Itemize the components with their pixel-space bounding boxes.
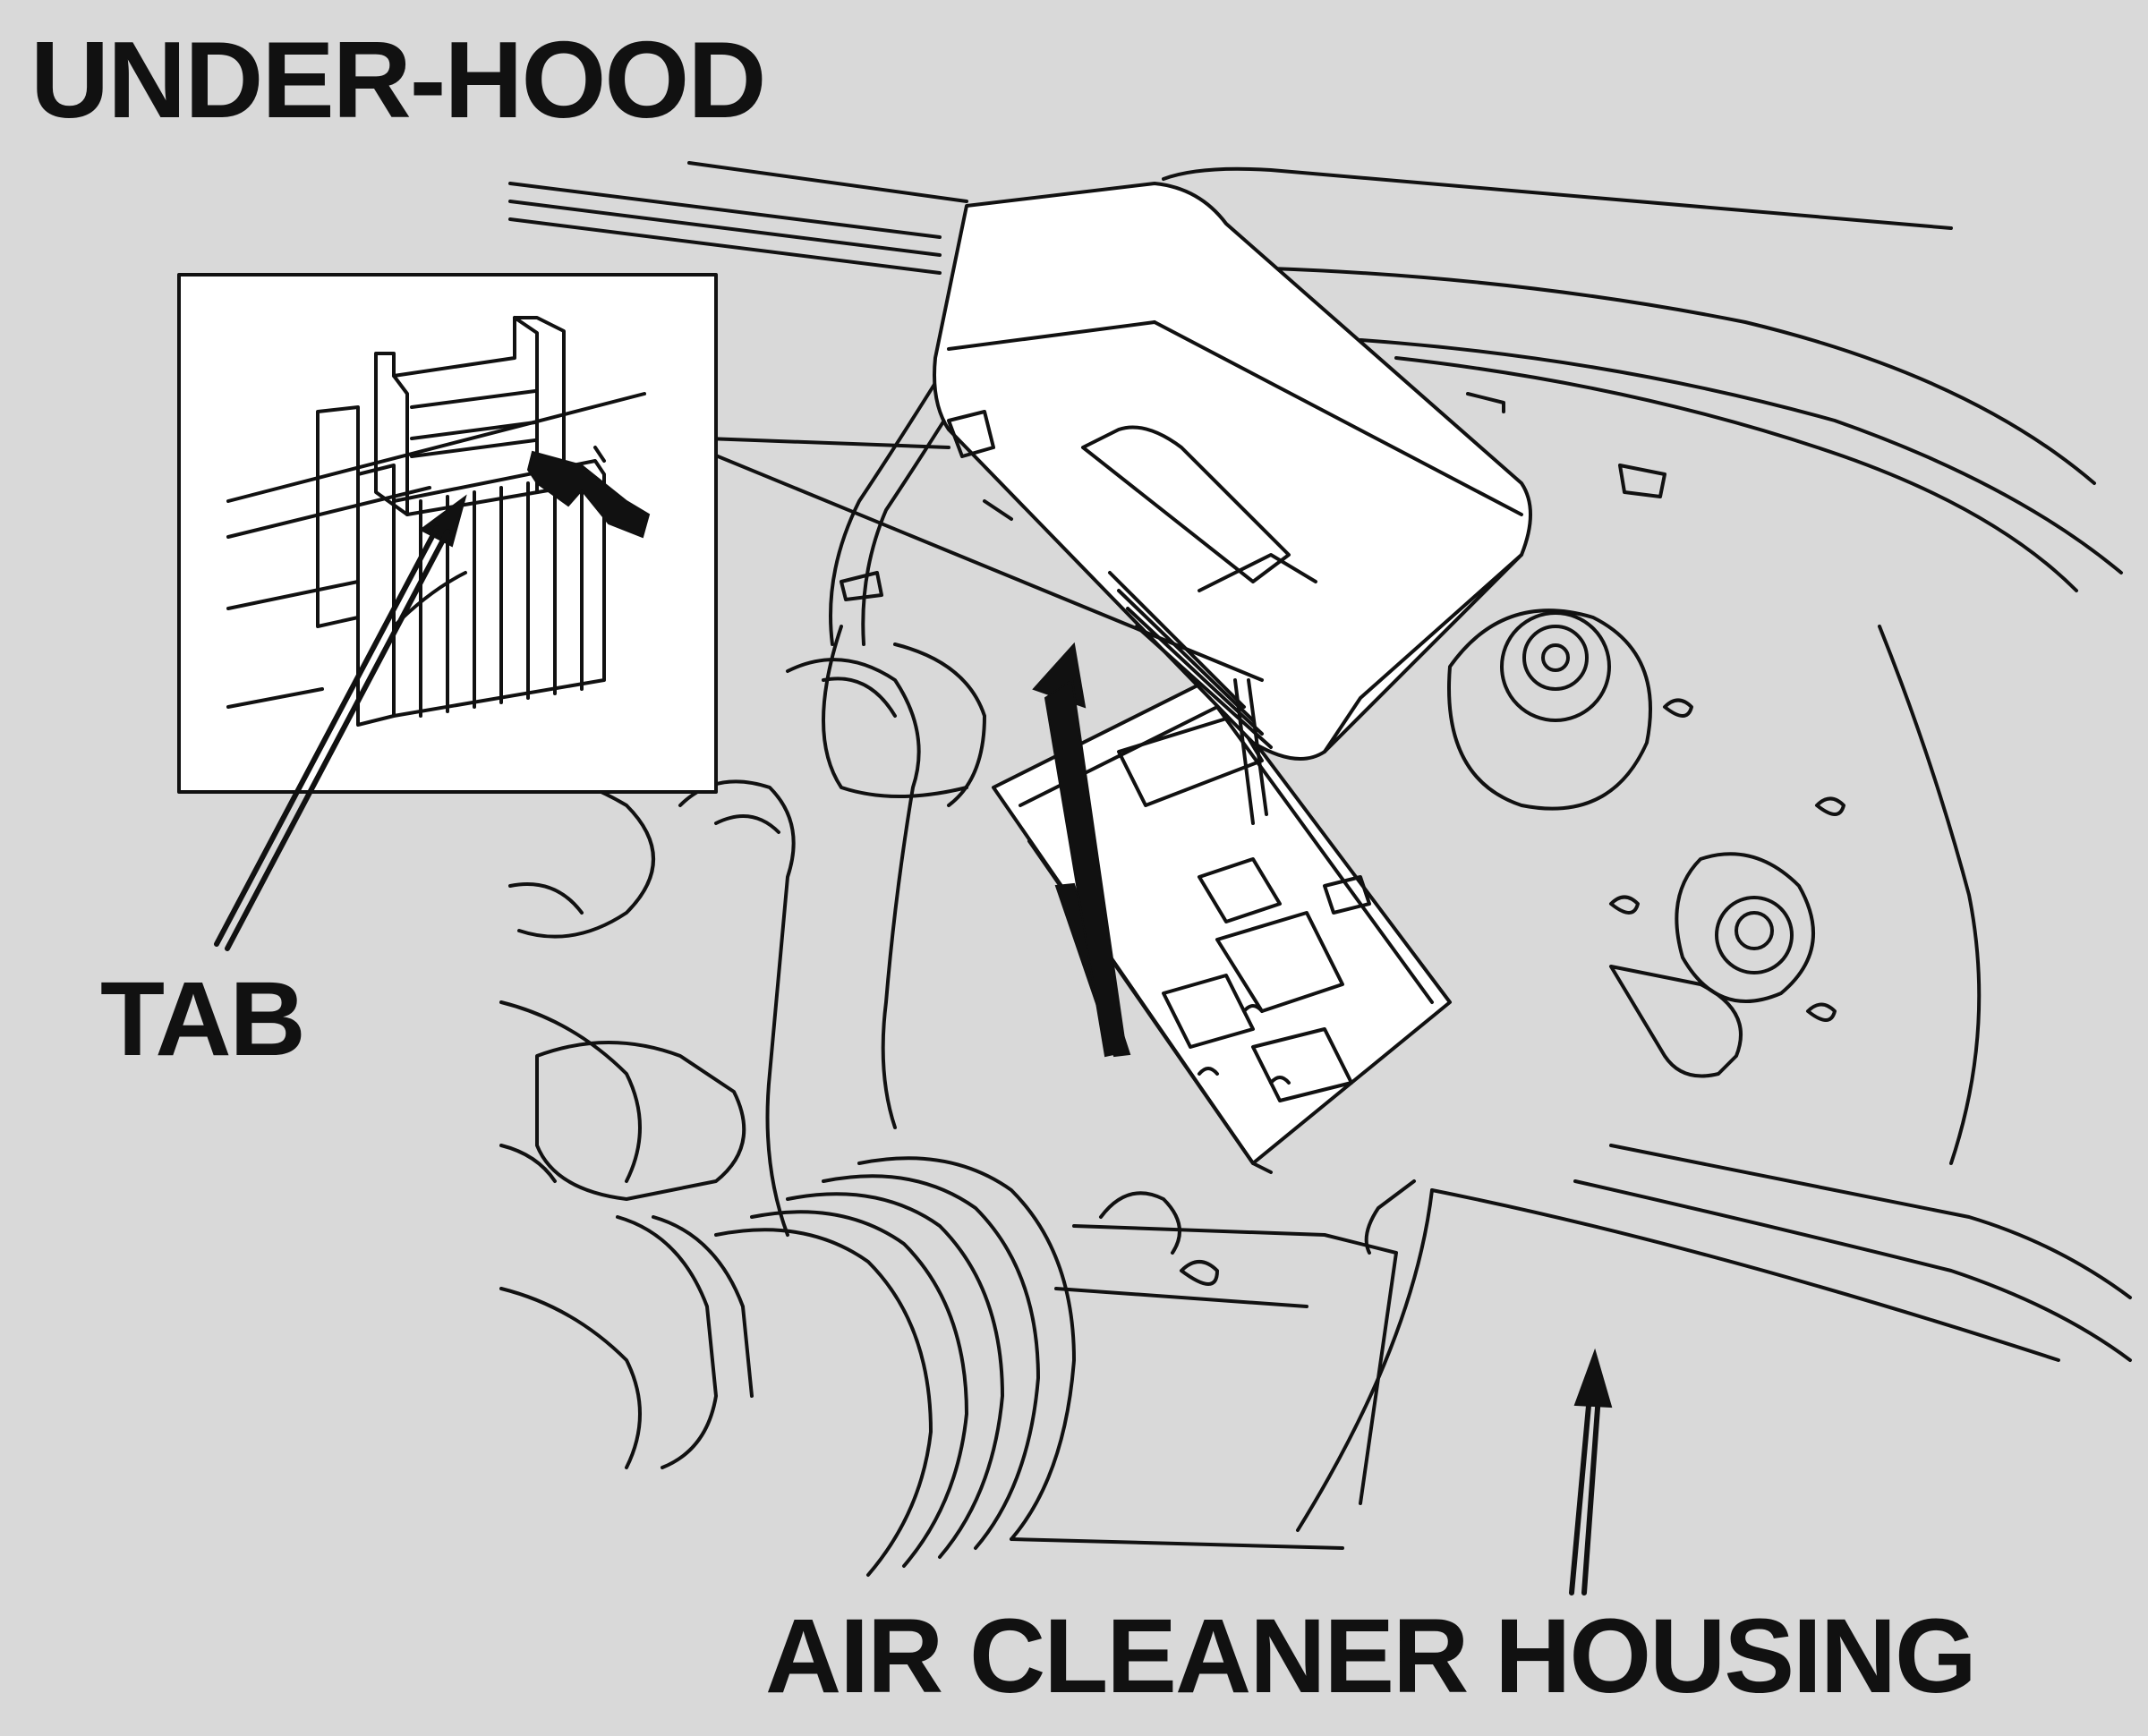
lift-arrow [1032, 642, 1131, 1058]
tab-detail-inset [177, 273, 718, 951]
inset-leader-lines [705, 437, 1264, 682]
air-cleaner-housing-shape [1296, 1179, 2060, 1532]
fuse-box-cover [933, 182, 1532, 825]
intake-hose [714, 1156, 1398, 1577]
air-cleaner-housing-label: AIR CLEANER HOUSING [765, 1597, 1977, 1715]
tab-label: TAB [100, 960, 306, 1078]
strut-tower [1447, 608, 2132, 1362]
diagram-title: UNDER-HOOD [30, 19, 766, 140]
air-cleaner-arrow [1569, 1348, 1613, 1596]
